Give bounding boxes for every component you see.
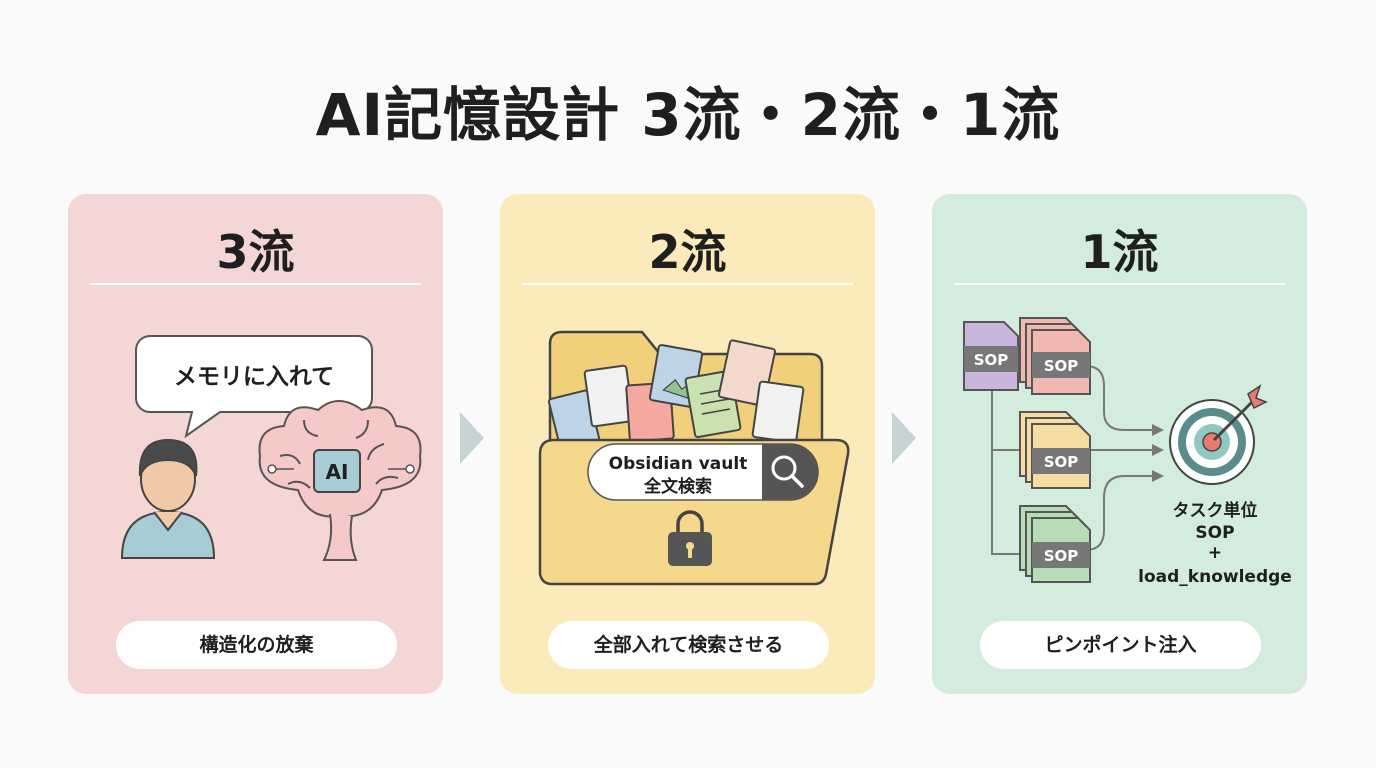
search-bar: Obsidian vault 全文検索 — [587, 443, 819, 501]
svg-text:SOP: SOP — [974, 351, 1009, 369]
person-icon — [120, 438, 216, 559]
arrow-right-icon — [892, 412, 916, 464]
search-icon — [771, 455, 804, 488]
panel-3rd-class: 3流 メモリに入れて AI 構造化の放棄 — [68, 194, 443, 694]
connector-lines — [991, 365, 1152, 555]
ai-chip-label: AI — [326, 460, 349, 484]
panel-divider — [522, 283, 853, 285]
panel-divider — [954, 283, 1285, 285]
sop-document-icon: SOP — [1019, 505, 1091, 583]
brain-ai-icon: AI — [258, 400, 422, 561]
sop-routing-illustration: SOP SOP SOP SOP — [963, 317, 1292, 587]
target-icon — [1169, 384, 1268, 485]
panel-2nd-class: 2流 Obsidian vault 全文検索 — [500, 194, 875, 694]
panel-caption: 構造化の放棄 — [116, 621, 397, 669]
memory-illustration: メモリに入れて AI — [120, 335, 422, 561]
target-label-line1: タスク単位 — [1173, 500, 1258, 521]
search-title: Obsidian vault — [609, 454, 748, 474]
sop-document-icon: SOP — [1019, 411, 1091, 489]
speech-text: メモリに入れて — [174, 364, 334, 390]
target-label-line3: + — [1208, 543, 1222, 563]
panel-heading: 2流 — [648, 225, 727, 279]
panel-heading: 3流 — [216, 225, 295, 279]
target-label-line4: load_knowledge — [1138, 567, 1292, 587]
svg-text:SOP: SOP — [1044, 357, 1079, 375]
document-stack — [547, 339, 805, 451]
svg-text:SOP: SOP — [1044, 453, 1079, 471]
arrowheads — [1152, 424, 1164, 482]
panel-caption: 全部入れて検索させる — [548, 621, 829, 669]
panel-divider — [90, 283, 421, 285]
panel-heading: 1流 — [1080, 225, 1159, 279]
panel-1st-class: 1流 SOP SOP — [932, 194, 1307, 694]
lock-icon — [668, 510, 712, 566]
target-label-line2: SOP — [1195, 523, 1234, 543]
search-subtitle: 全文検索 — [643, 476, 712, 497]
svg-text:SOP: SOP — [1044, 547, 1079, 565]
arrow-right-icon — [460, 412, 484, 464]
page-title: AI記憶設計 3流・2流・1流 — [315, 81, 1061, 149]
folder-illustration: Obsidian vault 全文検索 — [538, 330, 850, 586]
sop-document-icon: SOP — [963, 321, 1019, 391]
sop-document-icon: SOP — [1019, 317, 1091, 395]
panel-caption: ピンポイント注入 — [980, 621, 1261, 669]
